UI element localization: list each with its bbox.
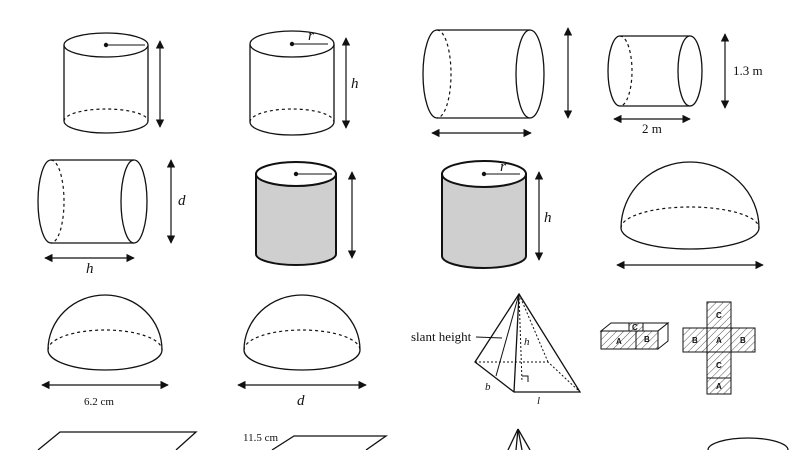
label-slant-height: slant height [411, 329, 472, 344]
label-pyr-h: h [524, 336, 530, 348]
label-h-2: h [86, 261, 94, 277]
label-pyr-l: l [537, 395, 540, 407]
hemisphere-1 [616, 161, 764, 270]
net-face-b-left: B [692, 336, 698, 345]
cylinder-shaded-r-h [441, 160, 544, 269]
sphere-cut-off [707, 437, 789, 450]
hemisphere-6-2cm [41, 294, 169, 390]
net-face-a-bottom: A [716, 382, 722, 391]
pyramid-slant-height [474, 292, 582, 393]
label-h-1: h [351, 76, 359, 92]
cylinder-upright-1 [63, 32, 165, 134]
prism-cut-off-2 [271, 435, 389, 450]
cylinder-horizontal-large [422, 27, 573, 138]
label-pyr-b: b [485, 381, 491, 393]
label-2m: 2 m [642, 121, 662, 136]
net-face-b-right: B [740, 336, 746, 345]
label-6-2cm: 6.2 cm [84, 396, 114, 408]
label-1-3m: 1.3 m [733, 63, 763, 78]
net-face-c-bottom: C [716, 361, 722, 370]
pyramid-cut-off [507, 428, 531, 450]
prism-cut-off-1 [37, 431, 198, 450]
cylinder-horizontal-d-h [37, 159, 176, 263]
box-faces [599, 321, 670, 351]
label-d-2: d [297, 393, 305, 409]
net-face-a-center: A [716, 336, 722, 345]
label-d-1: d [178, 193, 186, 209]
cylinder-upright-r-h [249, 30, 351, 136]
label-h-3: h [544, 210, 552, 226]
label-r-2: r [500, 159, 506, 175]
label-r-1: r [308, 28, 314, 44]
box-net [682, 301, 756, 395]
cylinder-shaded-1 [255, 161, 357, 266]
label-11-5cm: 11.5 cm [243, 432, 278, 444]
box-face-a: A [616, 337, 622, 346]
box-face-b: B [644, 335, 650, 344]
cylinder-horizontal-dimensioned [607, 33, 730, 124]
hemisphere-d [237, 294, 367, 390]
box-face-c: C [632, 323, 638, 332]
net-face-c-top: C [716, 311, 722, 320]
